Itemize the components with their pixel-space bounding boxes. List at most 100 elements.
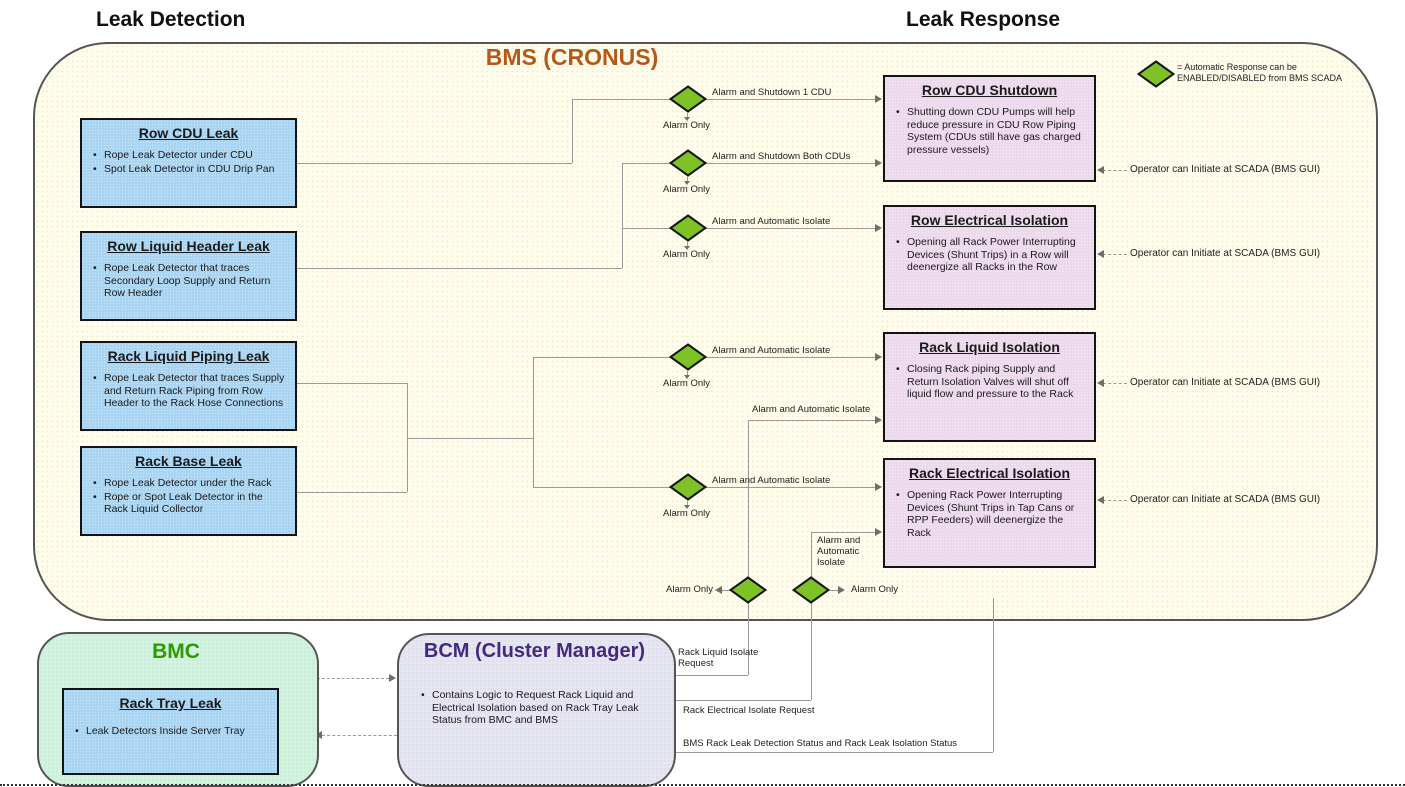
flow-label-auto-isolate: Alarm and Automatic Isolate	[712, 345, 831, 356]
response-box-rack-liquid-isolation: Rack Liquid Isolation Closing Rack pipin…	[883, 332, 1096, 442]
arrow-left-icon	[1097, 379, 1104, 387]
connector-line	[407, 438, 533, 439]
box-bullet: Rope Leak Detector under the Rack	[91, 477, 289, 490]
down-arrow-icon	[684, 375, 690, 379]
connector-line	[317, 678, 389, 679]
down-arrow-icon	[687, 113, 688, 117]
flow-label-auto-isolate: Alarm and Automatic Isolate	[752, 404, 871, 415]
connector-line	[1103, 500, 1127, 501]
alarm-only-label: Alarm Only	[663, 184, 710, 195]
connector-line	[672, 700, 811, 701]
connector-line	[1103, 170, 1127, 171]
auto-response-diamond-icon	[669, 343, 707, 371]
connector-line	[297, 492, 407, 493]
box-title: Row Liquid Header Leak	[107, 238, 270, 254]
alarm-only-label: Alarm Only	[663, 378, 710, 389]
detection-box-row-cdu-leak: Row CDU Leak Rope Leak Detector under CD…	[80, 118, 297, 208]
connector-line	[1103, 383, 1127, 384]
message-rack-electrical-isolate-request: Rack Electrical Isolate Request	[683, 705, 815, 716]
connector-line	[572, 99, 875, 100]
arrow-right-icon	[875, 483, 882, 491]
arrow-right-icon	[875, 159, 882, 167]
connector-line	[672, 675, 748, 676]
box-bullet: Opening Rack Power Interrupting Devices …	[894, 489, 1088, 540]
box-bullet: Closing Rack piping Supply and Return Is…	[894, 363, 1088, 401]
box-title: Rack Liquid Piping Leak	[107, 348, 270, 364]
connector-line	[811, 532, 875, 533]
legend-line-2: ENABLED/DISABLED from BMS SCADA	[1177, 73, 1343, 84]
box-bullet: Shutting down CDU Pumps will help reduce…	[894, 106, 1088, 157]
operator-initiate-label: Operator can Initiate at SCADA (BMS GUI)	[1130, 494, 1321, 505]
box-title: Row CDU Shutdown	[921, 82, 1058, 98]
box-bullet: Leak Detectors Inside Server Tray	[73, 725, 271, 738]
response-box-row-cdu-shutdown: Row CDU Shutdown Shutting down CDU Pumps…	[883, 75, 1096, 182]
box-bullet: Rope Leak Detector under CDU	[91, 149, 289, 162]
arrow-right-icon	[389, 674, 396, 682]
down-arrow-icon	[687, 501, 688, 505]
down-arrow-icon	[684, 181, 690, 185]
down-arrow-icon	[684, 246, 690, 250]
detection-box-rack-liquid-piping-leak: Rack Liquid Piping Leak Rope Leak Detect…	[80, 341, 297, 431]
alarm-only-label: Alarm Only	[663, 120, 710, 131]
connector-line	[407, 383, 408, 492]
box-title: Rack Liquid Isolation	[919, 339, 1060, 355]
flow-label-shutdown-1-cdu: Alarm and Shutdown 1 CDU	[712, 87, 832, 98]
message-bms-status: BMS Rack Leak Detection Status and Rack …	[683, 738, 958, 749]
bmc-title: BMC	[152, 640, 200, 663]
operator-initiate-label: Operator can Initiate at SCADA (BMS GUI)	[1130, 377, 1321, 388]
connector-line	[622, 163, 623, 268]
down-arrow-icon	[684, 505, 690, 509]
legend-diamond-icon	[1137, 60, 1175, 88]
connector-line	[1103, 254, 1127, 255]
arrow-left-icon	[1097, 166, 1104, 174]
box-title: Row CDU Leak	[138, 125, 239, 141]
flow-label-auto-isolate: Alarm and Automatic Isolate	[817, 535, 861, 568]
box-bullet: Rope or Spot Leak Detector in the Rack L…	[91, 491, 289, 516]
flow-label-shutdown-both-cdus: Alarm and Shutdown Both CDUs	[712, 151, 851, 162]
operator-initiate-label: Operator can Initiate at SCADA (BMS GUI)	[1130, 248, 1321, 259]
auto-response-diamond-icon	[729, 576, 767, 604]
page-edge-dotted-line	[0, 784, 1405, 786]
alarm-only-label: Alarm Only	[663, 249, 710, 260]
auto-response-diamond-icon	[669, 214, 707, 242]
auto-response-diamond-icon	[669, 85, 707, 113]
header-leak-detection: Leak Detection	[96, 8, 246, 31]
auto-response-diamond-icon	[669, 473, 707, 501]
detection-box-row-liquid-header-leak: Row Liquid Header Leak Rope Leak Detecto…	[80, 231, 297, 321]
arrow-right-icon	[875, 416, 882, 424]
connector-line	[622, 228, 875, 229]
box-title: Rack Tray Leak	[119, 695, 222, 711]
connector-line	[297, 268, 622, 269]
connector-line	[811, 532, 812, 700]
header-leak-response: Leak Response	[906, 8, 1061, 31]
auto-response-diamond-icon	[792, 576, 830, 604]
bcm-body: Contains Logic to Request Rack Liquid an…	[410, 688, 658, 728]
detection-box-rack-base-leak: Rack Base Leak Rope Leak Detector under …	[80, 446, 297, 536]
connector-line	[572, 99, 573, 163]
connector-line	[297, 383, 407, 384]
response-box-row-electrical-isolation: Row Electrical Isolation Opening all Rac…	[883, 205, 1096, 310]
down-arrow-icon	[687, 371, 688, 375]
box-title: Rack Base Leak	[135, 453, 242, 469]
box-bullet: Spot Leak Detector in CDU Drip Pan	[91, 163, 289, 176]
box-title: Rack Electrical Isolation	[908, 465, 1071, 481]
bmc-box-rack-tray-leak: Rack Tray Leak Leak Detectors Inside Ser…	[62, 688, 279, 775]
response-box-rack-electrical-isolation: Rack Electrical Isolation Opening Rack P…	[883, 458, 1096, 568]
auto-response-diamond-icon	[669, 149, 707, 177]
arrow-left-icon	[1097, 496, 1104, 504]
box-bullet: Opening all Rack Power Interrupting Devi…	[894, 236, 1088, 274]
box-bullet: Rope Leak Detector that traces Supply an…	[91, 372, 289, 410]
down-arrow-icon	[684, 117, 690, 121]
arrow-right-icon	[875, 528, 882, 536]
arrow-right-icon	[838, 586, 845, 594]
box-bullet: Contains Logic to Request Rack Liquid an…	[419, 689, 652, 727]
legend-text: = Automatic Response can be ENABLED/DISA…	[1177, 62, 1342, 85]
alarm-only-label: Alarm Only	[663, 508, 710, 519]
connector-line	[830, 590, 838, 591]
connector-line	[722, 590, 730, 591]
connector-line	[622, 163, 875, 164]
alarm-only-label: Alarm Only	[851, 584, 898, 595]
bcm-title: BCM (Cluster Manager)	[423, 640, 646, 662]
connector-line	[533, 357, 534, 487]
